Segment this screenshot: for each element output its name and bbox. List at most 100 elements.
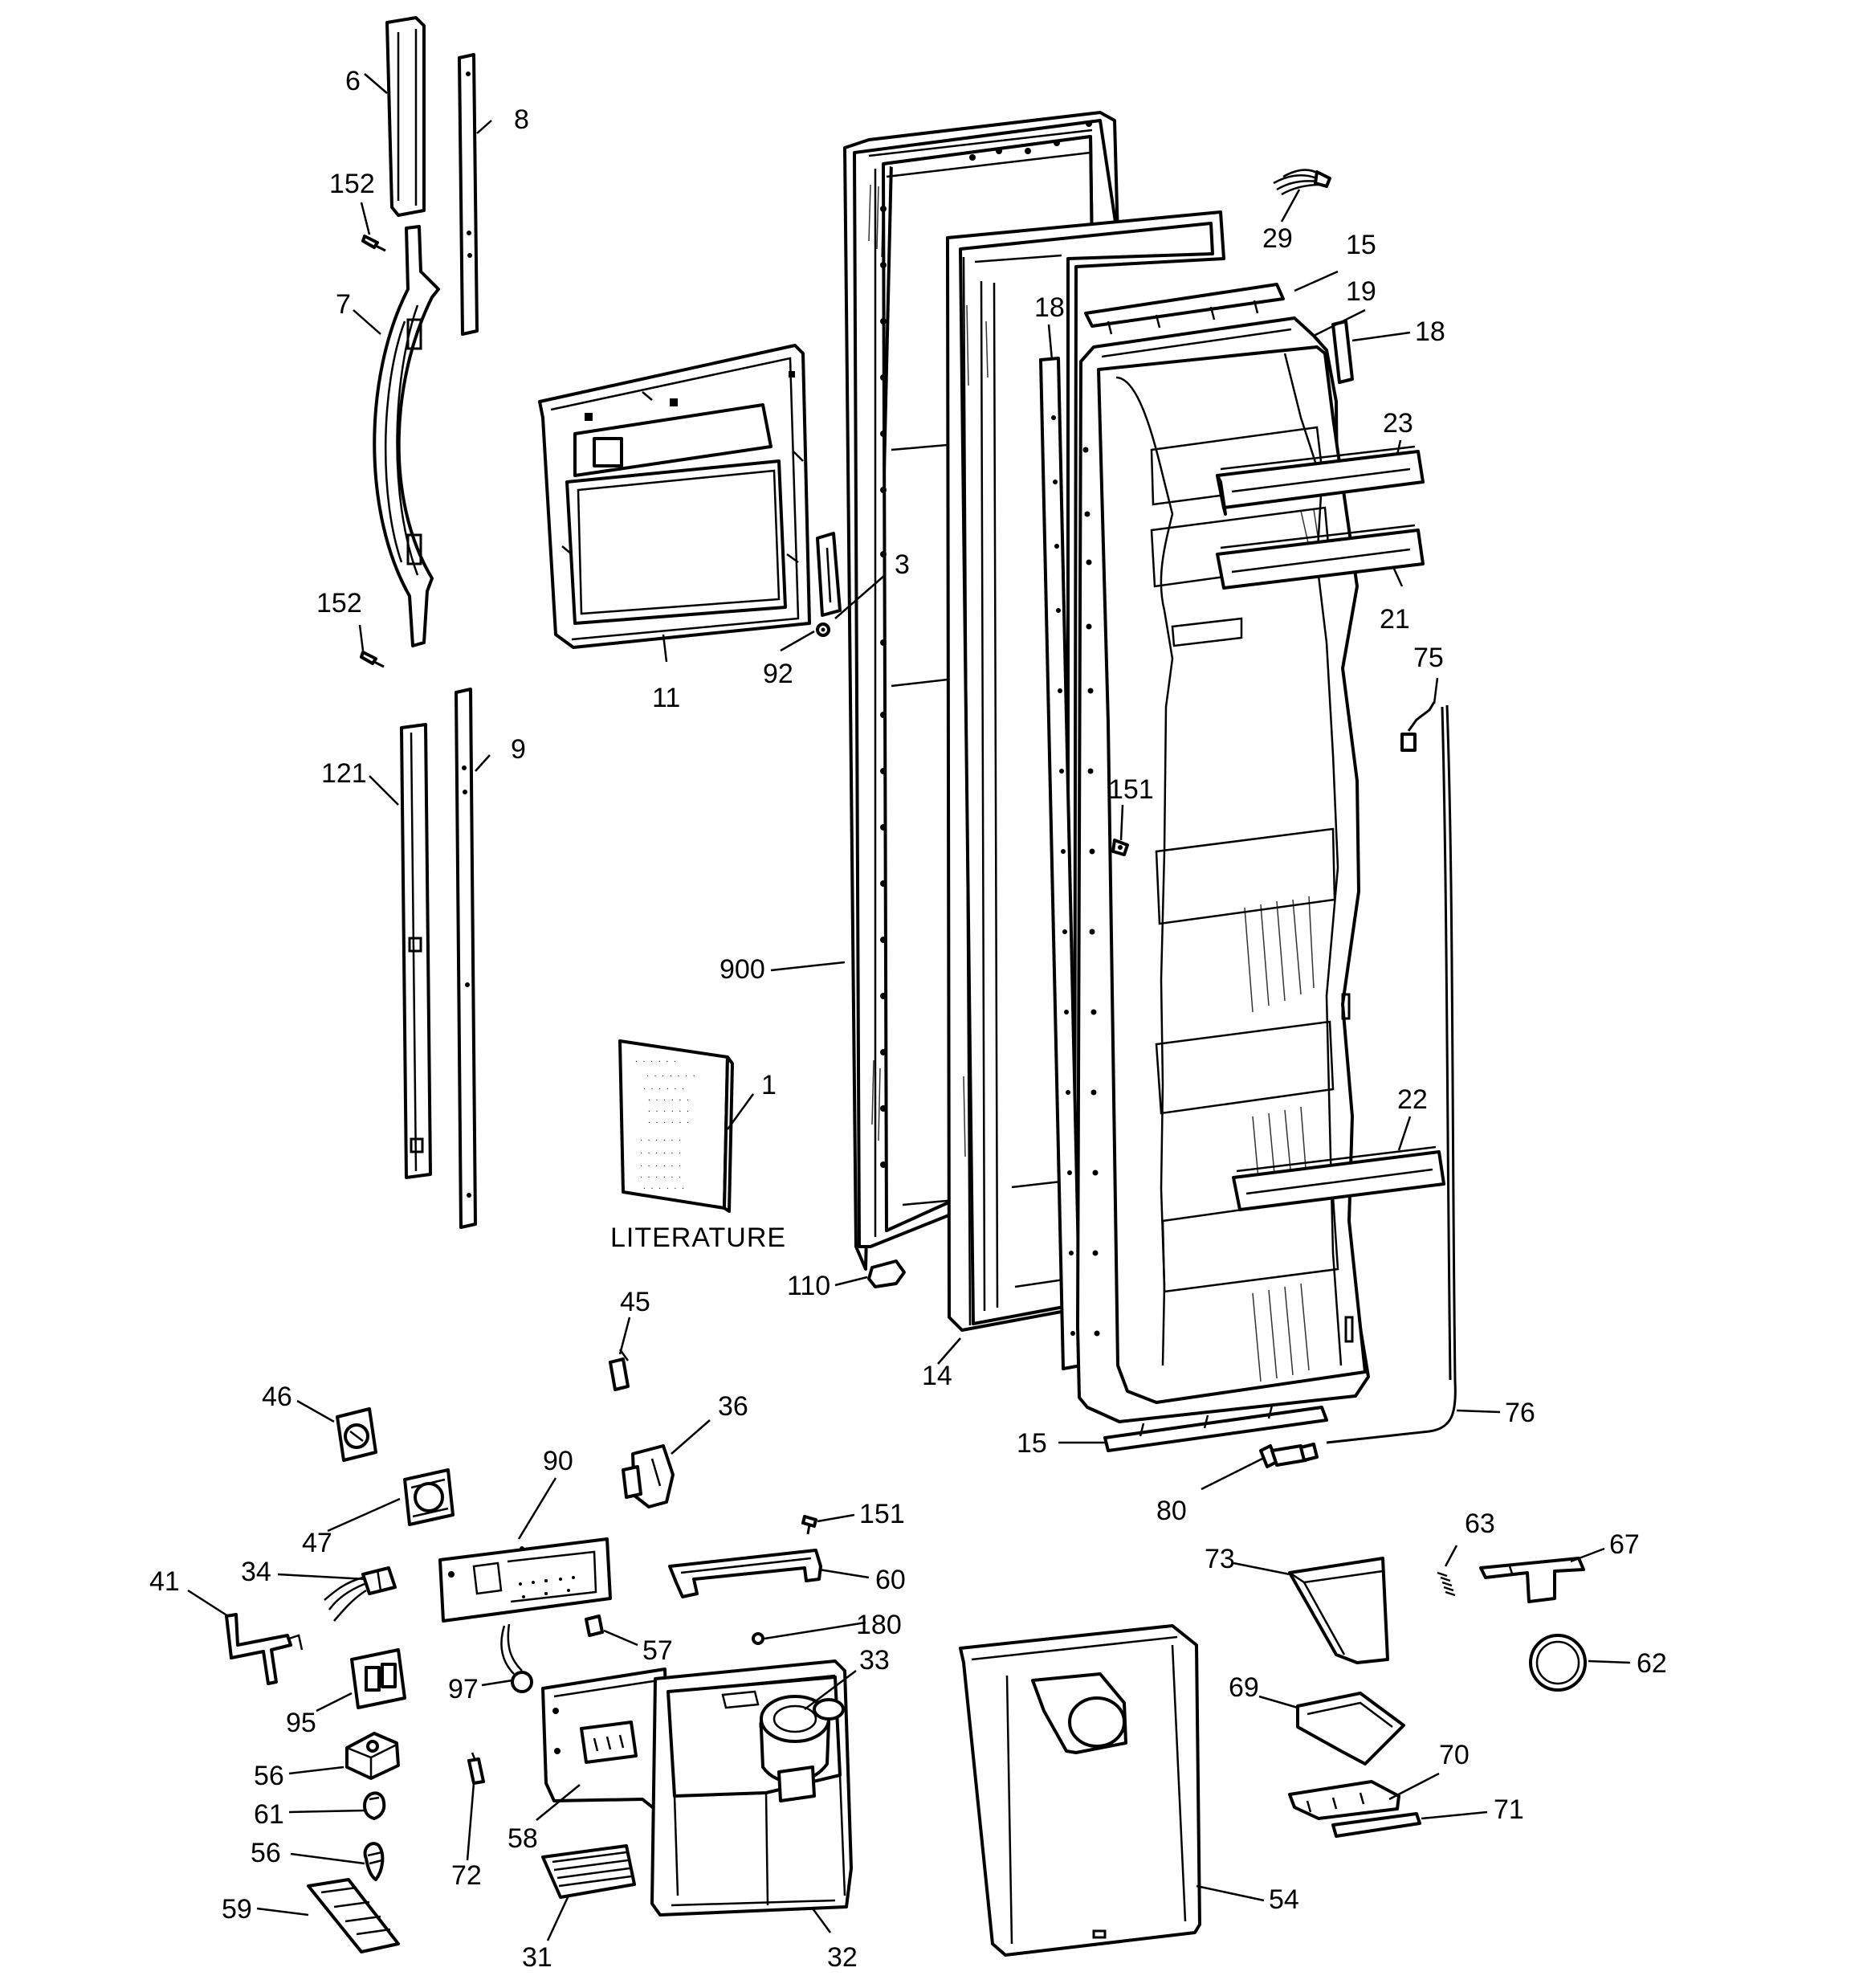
part-59-dispenser-pad xyxy=(307,1878,400,1953)
callout-67: 67 xyxy=(1609,1529,1640,1560)
callout-62: 62 xyxy=(1637,1648,1667,1679)
callout-8: 8 xyxy=(514,104,529,135)
part-36-actuator-bracket xyxy=(622,1444,675,1508)
callout-71: 71 xyxy=(1494,1794,1524,1825)
part-56-socket-upper xyxy=(345,1732,400,1780)
part-110-plug xyxy=(867,1259,906,1288)
callout-121: 121 xyxy=(321,758,367,789)
part-3-latch xyxy=(816,532,842,617)
literature-caption: LITERATURE xyxy=(610,1223,786,1253)
callout-32: 32 xyxy=(827,1942,858,1973)
svg-text:. . . . . . .: . . . . . . . xyxy=(646,1071,696,1078)
svg-text:. . . . . .: . . . . . . xyxy=(647,1117,690,1125)
part-80-water-fitting xyxy=(1259,1443,1319,1468)
part-92-nut xyxy=(816,623,830,637)
svg-text:. . . . . .: . . . . . . xyxy=(647,1106,690,1113)
part-95-relay xyxy=(350,1648,406,1709)
callout-90: 90 xyxy=(543,1446,573,1476)
callout-41: 41 xyxy=(149,1566,180,1597)
svg-text:. . . . . .: . . . . . . xyxy=(639,1161,682,1168)
part-56-bulb-lower xyxy=(363,1842,385,1881)
callout-69: 69 xyxy=(1229,1672,1259,1703)
callout-151-lower: 151 xyxy=(859,1499,905,1529)
callout-58: 58 xyxy=(508,1823,538,1854)
part-72-clip xyxy=(467,1752,485,1785)
callout-56-upper: 56 xyxy=(254,1761,284,1791)
callout-97: 97 xyxy=(448,1674,479,1704)
part-90-control-panel xyxy=(438,1537,612,1623)
svg-text:. . . . . .: . . . . . . xyxy=(639,1148,682,1155)
callout-152-bottom: 152 xyxy=(316,588,362,618)
part-15-top-cap xyxy=(1084,283,1285,335)
leader-lines xyxy=(187,73,1631,1941)
part-54-dispenser-cover xyxy=(959,1624,1201,1957)
svg-text:. . . . . .: . . . . . . xyxy=(642,1183,685,1190)
part-7-door-handle xyxy=(373,225,440,647)
callout-31: 31 xyxy=(522,1942,552,1973)
callout-labels: 6 8 152 7 152 121 9 11 3 92 900 1 LITERA… xyxy=(149,66,1667,1973)
part-69-ice-door xyxy=(1296,1692,1405,1766)
callout-110: 110 xyxy=(787,1271,830,1301)
callout-18-left: 18 xyxy=(1034,292,1065,323)
part-23-door-shelf xyxy=(1216,445,1425,516)
part-22-door-shelf xyxy=(1232,1145,1445,1211)
callout-21: 21 xyxy=(1380,604,1410,635)
callout-6: 6 xyxy=(345,66,361,96)
callout-1: 1 xyxy=(761,1070,777,1100)
callout-46: 46 xyxy=(262,1382,292,1412)
callout-14: 14 xyxy=(922,1361,952,1391)
callout-70: 70 xyxy=(1439,1740,1470,1770)
part-19-door-liner xyxy=(1076,316,1370,1423)
callout-7: 7 xyxy=(336,289,351,320)
callout-56-lower: 56 xyxy=(251,1838,281,1868)
callout-29: 29 xyxy=(1262,223,1293,254)
callout-57: 57 xyxy=(642,1635,673,1666)
callout-15-bottom: 15 xyxy=(1017,1428,1047,1459)
part-73-ice-funnel xyxy=(1288,1557,1389,1664)
part-18-right-gasket-strip xyxy=(1331,320,1354,384)
callout-22: 22 xyxy=(1397,1084,1428,1115)
callout-60: 60 xyxy=(875,1565,906,1595)
callout-151-upper: 151 xyxy=(1108,774,1154,805)
callout-45: 45 xyxy=(620,1287,650,1317)
callout-9: 9 xyxy=(511,734,526,765)
svg-text:. . . . . .: . . . . . . xyxy=(639,1135,682,1142)
part-57-clip xyxy=(585,1614,604,1637)
callout-63: 63 xyxy=(1465,1508,1495,1539)
callout-76: 76 xyxy=(1505,1398,1535,1428)
part-151-screw-lower xyxy=(801,1515,817,1535)
callout-18-right: 18 xyxy=(1415,316,1445,347)
svg-text:. . . . . .: . . . . . . xyxy=(634,1056,677,1063)
callout-900: 900 xyxy=(720,954,765,985)
callout-73: 73 xyxy=(1205,1544,1235,1574)
callout-80: 80 xyxy=(1156,1496,1187,1526)
part-9-trim-strip xyxy=(455,688,477,1229)
part-14-door-gasket xyxy=(946,210,1225,1332)
part-97-light-bulb xyxy=(500,1623,533,1693)
part-15-bottom-cap xyxy=(1103,1405,1328,1452)
part-76-water-tube xyxy=(1326,704,1457,1444)
part-180-screw xyxy=(752,1632,764,1645)
part-900-door-outer-panel xyxy=(843,111,1119,1271)
callout-75: 75 xyxy=(1413,643,1444,673)
part-121-handle-bar xyxy=(400,723,432,1179)
part-62-gasket-ring xyxy=(1529,1634,1587,1692)
part-1-literature-booklet: . . . . . . . . . . . . . . . . . . . . … xyxy=(618,1039,734,1213)
callout-72: 72 xyxy=(451,1860,482,1891)
callout-152-top: 152 xyxy=(329,169,375,199)
part-29-wire-harness xyxy=(1273,169,1331,196)
callout-36: 36 xyxy=(718,1391,748,1422)
callout-34: 34 xyxy=(241,1557,271,1587)
callout-3: 3 xyxy=(895,549,910,580)
svg-text:. . . . . .: . . . . . . xyxy=(647,1095,690,1102)
part-34-switch-with-leads xyxy=(324,1566,397,1622)
part-45-clip xyxy=(609,1349,630,1391)
part-8-trim-strip xyxy=(458,53,479,336)
svg-text:. . . . . .: . . . . . . xyxy=(642,1084,685,1091)
callout-92: 92 xyxy=(763,659,793,689)
svg-text:. . . . . .: . . . . . . xyxy=(639,1172,682,1179)
part-31-drip-tray xyxy=(541,1844,636,1899)
part-58-dispenser-housing-frame xyxy=(541,1668,671,1814)
callout-23: 23 xyxy=(1383,408,1413,439)
